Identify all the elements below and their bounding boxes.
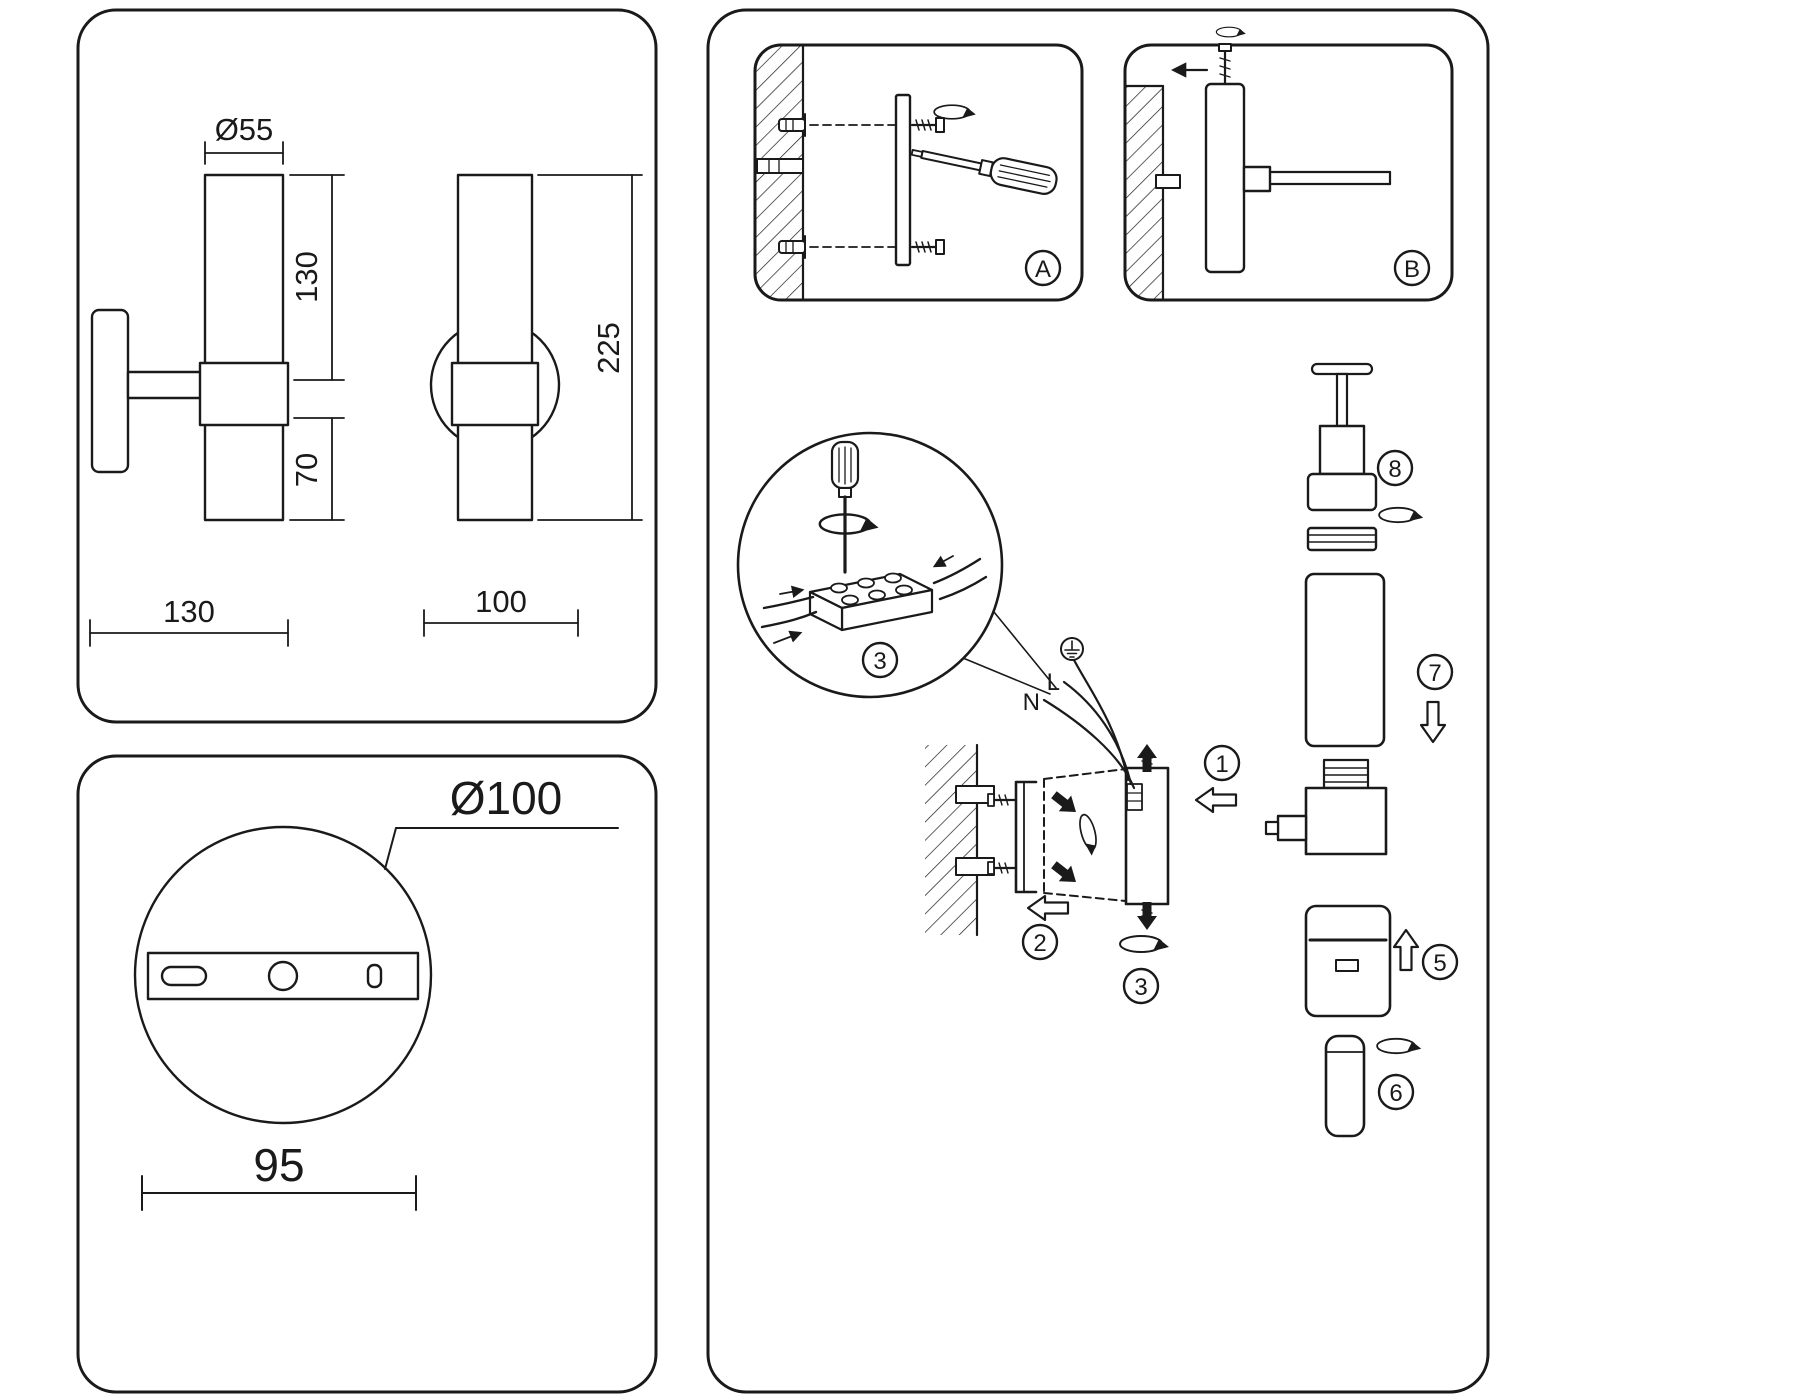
- wire-right-1: [932, 557, 982, 585]
- exploded-parts: 8 7: [1264, 362, 1459, 1138]
- wire-live: [1062, 680, 1133, 786]
- dim-wall-depth: 130: [89, 594, 289, 647]
- step-2-badge: 2: [1021, 923, 1059, 961]
- supply-wires: L N: [1023, 637, 1136, 790]
- dim-shade-diameter: Ø55: [204, 112, 284, 165]
- step-8-label: 8: [1388, 456, 1401, 483]
- step-6-label: 6: [1389, 1080, 1402, 1107]
- wall-anchor-bottom: [778, 235, 806, 259]
- terminal-block: [760, 555, 988, 644]
- part-socket: [1264, 758, 1388, 856]
- terminal-cylinders: [830, 572, 913, 606]
- base-slot-left: [160, 965, 208, 987]
- wire-neutral-label: N: [1023, 689, 1040, 716]
- wall-hatching: [925, 745, 977, 935]
- socket-side-port: [1276, 814, 1308, 842]
- wall-plug-icon: [1155, 174, 1181, 189]
- dim-total-height-label: 225: [591, 322, 626, 374]
- inset-b-badge: B: [1393, 249, 1431, 287]
- wall-plug-icon: [756, 158, 804, 174]
- base-terminal: [1126, 783, 1143, 811]
- step-a-inset: A: [753, 43, 1084, 302]
- mounting-bracket-edge: [894, 93, 912, 267]
- screw-top-icon: [910, 117, 945, 133]
- step-7-badge: 7: [1416, 653, 1454, 691]
- step-3-label: 3: [1134, 974, 1147, 1001]
- part-finial: [1306, 362, 1378, 552]
- wire-live-label: L: [1047, 669, 1060, 696]
- base-plate-drawing: [133, 825, 433, 1125]
- screw-top-icon: [1218, 43, 1232, 86]
- wire-left-2: [760, 610, 818, 629]
- step-1-label: 1: [1215, 751, 1228, 778]
- wall-mounting-scene: L N 1: [925, 637, 1241, 1005]
- lamp-base-body: [1124, 766, 1170, 906]
- callout-base-diameter-label: Ø100: [450, 772, 563, 824]
- bracket-screw-bottom: [987, 861, 1018, 875]
- wall-hatching: [1125, 86, 1163, 300]
- dim-front-width: 100: [423, 584, 579, 637]
- threaded-collar: [1306, 526, 1378, 552]
- wiring-detail: 3: [736, 431, 1057, 699]
- dim-mount-hole-spacing-label: 95: [253, 1139, 304, 1191]
- step-3-badge: 3: [1122, 967, 1160, 1005]
- step-2-label: 2: [1033, 930, 1046, 957]
- base-hole-center: [267, 960, 299, 992]
- base-screw-bottom: [1137, 902, 1157, 930]
- part-glass-shade: [1304, 572, 1386, 748]
- sconce-side-view: [90, 173, 290, 522]
- base-ghost-outline: [1043, 768, 1127, 902]
- dim-shade-diameter-label: Ø55: [215, 112, 274, 147]
- dim-lower-height: 70: [289, 417, 345, 521]
- wire-left-1: [762, 595, 815, 610]
- dim-upper-height-label: 130: [289, 251, 324, 303]
- insert-wire-arrow: [773, 630, 803, 644]
- panel-base-view: Ø100 95: [76, 754, 658, 1394]
- inset-a-badge: A: [1024, 249, 1062, 287]
- insert-wire-arrow: [779, 585, 805, 599]
- inset-b-label: B: [1404, 256, 1420, 283]
- dim-wall-depth-label: 130: [163, 594, 215, 629]
- part-housing: [1304, 904, 1392, 1018]
- step-6-badge: 6: [1377, 1073, 1415, 1111]
- callout-base-diameter: Ø100: [384, 772, 619, 870]
- dim-upper-height: 130: [289, 174, 345, 381]
- part-lower-tube: [1324, 1034, 1366, 1138]
- dim-lower-height-label: 70: [289, 453, 324, 487]
- step-8-badge: 8: [1376, 449, 1414, 487]
- wiring-detail-badge: 3: [861, 641, 899, 679]
- screw-bottom-icon: [910, 239, 945, 255]
- step-5-badge: 5: [1421, 943, 1459, 981]
- step-b-inset: B: [1123, 26, 1454, 302]
- mounting-bracket: [1014, 780, 1038, 894]
- lamp-arm: [1242, 165, 1392, 193]
- step-1-badge: 1: [1203, 744, 1241, 782]
- sconce-front-view: [429, 173, 561, 522]
- wire-right-2: [938, 575, 988, 601]
- inset-a-label: A: [1035, 256, 1051, 283]
- screwdriver-icon: [910, 148, 1058, 195]
- dim-mount-hole-spacing: 95: [141, 1139, 417, 1211]
- panel-dimensions: Ø55 130 70 130: [76, 8, 658, 724]
- wire-neutral: [1042, 698, 1136, 790]
- step-7-label: 7: [1428, 660, 1441, 687]
- ground-symbol-icon: [1060, 637, 1084, 661]
- mounted-plate: [1204, 82, 1246, 274]
- bracket-screw-top: [987, 793, 1018, 807]
- base-slot-right: [366, 963, 383, 989]
- dim-front-width-label: 100: [475, 584, 527, 619]
- panel-installation: A: [706, 8, 1490, 1394]
- wiring-detail-label: 3: [873, 648, 886, 675]
- dim-total-height: 225: [537, 174, 643, 521]
- wall-anchor-top: [778, 113, 806, 137]
- base-screw-top: [1137, 744, 1157, 772]
- insert-wire-arrow: [932, 555, 954, 568]
- step-5-label: 5: [1433, 950, 1446, 977]
